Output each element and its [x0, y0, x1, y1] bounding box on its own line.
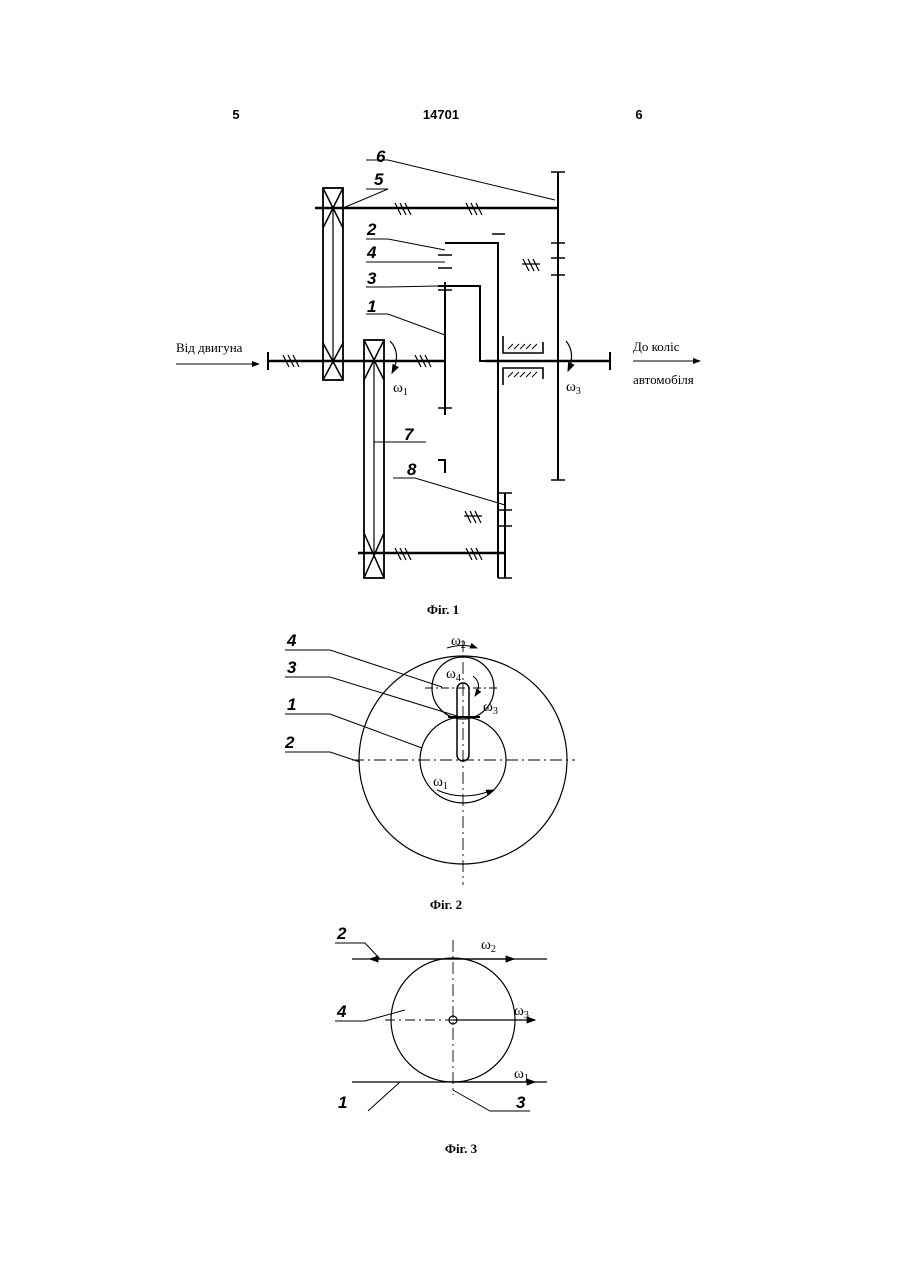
fig3-omega1: ω1	[514, 1066, 529, 1084]
left-page-number: 5	[232, 107, 239, 122]
fig1-label-8: 8	[407, 460, 417, 479]
belt-drive-7	[364, 340, 384, 578]
fig1-label-7: 7	[404, 425, 415, 444]
bearings	[282, 203, 540, 560]
ring-gear-2	[445, 243, 498, 578]
fig1-caption: Фіг. 1	[427, 602, 459, 617]
fig2-label-4: 4	[286, 631, 297, 650]
fig2-label-3: 3	[287, 658, 297, 677]
fig1-omega1: ω1	[393, 380, 408, 398]
fig2-caption: Фіг. 2	[430, 897, 462, 912]
fig1-label-1: 1	[367, 297, 376, 316]
fig2-omega3: ω3	[483, 699, 498, 717]
patent-number: 14701	[423, 107, 459, 122]
fig3-omega3: ω3	[514, 1003, 529, 1021]
fig2-omega1: ω1	[433, 774, 448, 792]
fig2-omega2: ω2	[451, 633, 466, 651]
fig3-caption: Фіг. 3	[445, 1141, 478, 1156]
fig3-label-2: 2	[336, 924, 347, 943]
fig1-omega3: ω3	[566, 379, 581, 397]
output-label-1: До коліс	[633, 339, 680, 354]
output-label-2: автомобіля	[633, 372, 694, 387]
belt-drive-5	[323, 188, 343, 380]
fig2-omega4: ω4	[446, 666, 461, 684]
fig2-planetary-view	[285, 640, 575, 885]
fig1-label-6: 6	[376, 147, 386, 166]
fig3-omega2: ω2	[481, 937, 496, 955]
fig1-label-3: 3	[367, 269, 377, 288]
fig1-leader-lines	[343, 160, 555, 505]
fig2-label-1: 1	[287, 695, 296, 714]
fig1-label-5: 5	[374, 170, 384, 189]
fig3-label-1: 1	[338, 1093, 347, 1112]
fig3-velocity-diagram	[335, 940, 547, 1111]
fig1-label-4: 4	[366, 243, 377, 262]
right-page-number: 6	[635, 107, 642, 122]
fig2-labels: 4 3 1 2 ω2 ω4 ω3 ω1 Фіг. 2	[284, 631, 498, 912]
fig2-label-2: 2	[284, 733, 295, 752]
fig3-label-3: 3	[516, 1093, 526, 1112]
fig1-label-2: 2	[366, 220, 377, 239]
fig3-leader-lines	[335, 943, 530, 1111]
fig1-kinematic-scheme	[176, 160, 700, 578]
fig1-labels: 6 5 2 4 3 1 7 8 Від двигуна До коліс авт…	[176, 147, 694, 617]
fig2-leader-lines	[285, 650, 460, 762]
input-label: Від двигуна	[176, 340, 243, 355]
fig3-label-4: 4	[336, 1002, 347, 1021]
